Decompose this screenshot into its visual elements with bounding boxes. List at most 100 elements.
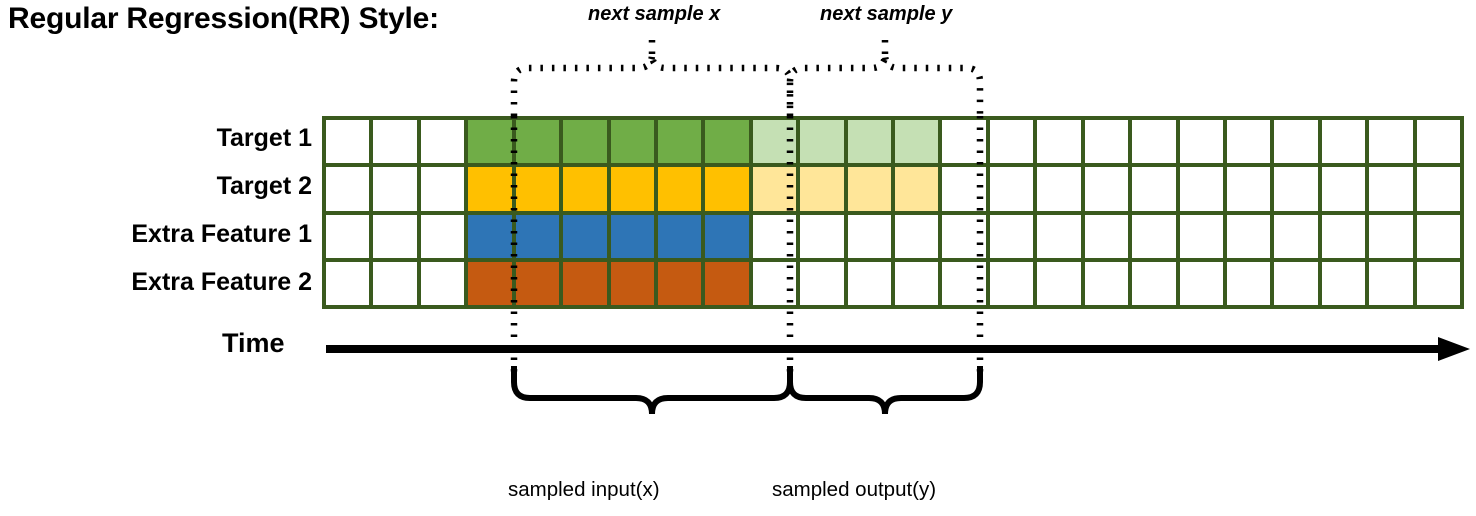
- grid-cell-r1-c19-empty: [1179, 120, 1223, 164]
- grid-cell-r4-c13-empty: [895, 261, 939, 305]
- grid-cell-r2-c18-empty: [1132, 167, 1176, 211]
- grid-cell-r3-c14-empty: [942, 214, 986, 258]
- caption-sampled-input: sampled input(x) lookback=6 input_featur…: [508, 424, 702, 516]
- grid-cell-r2-c6-filled: [563, 167, 607, 211]
- grid-cell-r2-c9-filled: [705, 167, 749, 211]
- row-label-extra-feature-1: Extra Feature 1: [131, 220, 312, 248]
- grid-cell-r3-c17-empty: [1084, 214, 1129, 258]
- grid-cell-r4-c4-filled: [468, 261, 512, 305]
- grid-cell-r1-c21-empty: [1274, 120, 1318, 164]
- grid-cell-r2-c10-faded: [752, 167, 797, 211]
- grid-cell-r2-c15-empty: [989, 167, 1034, 211]
- grid-cell-r4-c17-empty: [1084, 261, 1129, 305]
- caption-sampled-output: sampled output(y) horizon=4 output_featu…: [772, 424, 979, 516]
- grid-cell-r4-c22-empty: [1321, 261, 1366, 305]
- annotation-next-sample-y: next sample y: [820, 3, 953, 25]
- grid-cell-r3-c4-filled: [468, 214, 512, 258]
- row-label-column: Target 1 Target 2 Extra Feature 1 Extra …: [0, 116, 312, 312]
- grid-cell-r2-c8-filled: [657, 167, 702, 211]
- grid-cell-r1-c22-empty: [1321, 120, 1366, 164]
- grid-cell-r1-c5-filled: [515, 120, 560, 164]
- grid-cell-r2-c12-faded: [847, 167, 891, 211]
- grid-cell-r4-c19-empty: [1179, 261, 1223, 305]
- grid-cell-r1-c4-filled: [468, 120, 512, 164]
- grid-cell-r3-c12-empty: [847, 214, 891, 258]
- caption-output-line-1: sampled output(y): [772, 478, 937, 502]
- grid-cell-r2-c13-faded: [895, 167, 939, 211]
- grid-cell-r4-c18-empty: [1132, 261, 1176, 305]
- grid-cell-r1-c20-empty: [1226, 120, 1271, 164]
- grid-cell-r1-c10-faded: [752, 120, 797, 164]
- grid-cell-r2-c14-empty: [942, 167, 986, 211]
- grid-cell-r3-c8-filled: [657, 214, 702, 258]
- grid-cell-r4-c9-filled: [705, 261, 749, 305]
- grid-cell-r3-c7-filled: [610, 214, 654, 258]
- grid-cell-r4-c20-empty: [1226, 261, 1271, 305]
- grid-cell-r1-c6-filled: [563, 120, 607, 164]
- caption-input-line-1: sampled input(x): [508, 478, 660, 502]
- grid-cell-r4-c7-filled: [610, 261, 654, 305]
- grid-cell-r1-c9-filled: [705, 120, 749, 164]
- grid-cell-r4-c23-empty: [1369, 261, 1413, 305]
- annotation-next-sample-x: next sample x: [588, 3, 721, 25]
- grid-cell-r3-c10-empty: [752, 214, 797, 258]
- grid-cell-r3-c2-empty: [373, 214, 417, 258]
- grid-cell-r3-c16-empty: [1037, 214, 1081, 258]
- grid-cell-r2-c24-empty: [1416, 167, 1460, 211]
- grid-cell-r2-c7-filled: [610, 167, 654, 211]
- grid-cell-r1-c16-empty: [1037, 120, 1081, 164]
- grid-cell-r1-c1-empty: [326, 120, 370, 164]
- grid-cell-r2-c5-filled: [515, 167, 560, 211]
- grid-cell-r2-c23-empty: [1369, 167, 1413, 211]
- grid-cell-r1-c17-empty: [1084, 120, 1129, 164]
- timeseries-grid: [322, 116, 1464, 309]
- grid-cell-r1-c11-faded: [800, 120, 844, 164]
- grid-cell-r3-c13-empty: [895, 214, 939, 258]
- grid-cell-r3-c19-empty: [1179, 214, 1223, 258]
- grid-cell-r1-c2-empty: [373, 120, 417, 164]
- grid-cell-r1-c8-filled: [657, 120, 702, 164]
- grid-cell-r1-c23-empty: [1369, 120, 1413, 164]
- row-label-extra-feature-2: Extra Feature 2: [131, 268, 312, 296]
- grid-cell-r1-c18-empty: [1132, 120, 1176, 164]
- grid-cell-r3-c22-empty: [1321, 214, 1366, 258]
- grid-cell-r1-c3-empty: [420, 120, 465, 164]
- grid-cell-r3-c9-filled: [705, 214, 749, 258]
- grid-cell-r1-c12-faded: [847, 120, 891, 164]
- grid-cell-r4-c1-empty: [326, 261, 370, 305]
- grid-cell-r4-c24-empty: [1416, 261, 1460, 305]
- grid-cell-r3-c1-empty: [326, 214, 370, 258]
- grid-cell-r2-c19-empty: [1179, 167, 1223, 211]
- grid-cell-r4-c14-empty: [942, 261, 986, 305]
- grid-cell-r2-c21-empty: [1274, 167, 1318, 211]
- grid-cell-r3-c24-empty: [1416, 214, 1460, 258]
- grid-cell-r2-c22-empty: [1321, 167, 1366, 211]
- grid-cell-r3-c23-empty: [1369, 214, 1413, 258]
- grid-cell-r3-c6-filled: [563, 214, 607, 258]
- row-label-target-2: Target 2: [216, 172, 312, 200]
- grid-cell-r3-c18-empty: [1132, 214, 1176, 258]
- grid-cell-r2-c17-empty: [1084, 167, 1129, 211]
- grid-cell-r3-c21-empty: [1274, 214, 1318, 258]
- grid-cell-r1-c24-empty: [1416, 120, 1460, 164]
- grid-cell-r3-c11-empty: [800, 214, 844, 258]
- time-axis-arrow: [326, 337, 1470, 361]
- grid-cell-r4-c5-filled: [515, 261, 560, 305]
- grid-cell-r2-c20-empty: [1226, 167, 1271, 211]
- grid-cell-r1-c7-filled: [610, 120, 654, 164]
- time-axis-label: Time: [222, 328, 285, 358]
- grid-cell-r2-c2-empty: [373, 167, 417, 211]
- grid-cell-r3-c3-empty: [420, 214, 465, 258]
- grid-cell-r1-c14-empty: [942, 120, 986, 164]
- grid-cell-r4-c11-empty: [800, 261, 844, 305]
- grid-cell-r4-c3-empty: [420, 261, 465, 305]
- grid-cell-r4-c12-empty: [847, 261, 891, 305]
- grid-cell-r2-c16-empty: [1037, 167, 1081, 211]
- grid-cell-r1-c15-empty: [989, 120, 1034, 164]
- grid-cell-r4-c2-empty: [373, 261, 417, 305]
- grid-cell-r1-c13-faded: [895, 120, 939, 164]
- grid-cell-r4-c16-empty: [1037, 261, 1081, 305]
- page-title: Regular Regression(RR) Style:: [8, 2, 439, 35]
- grid-cell-r2-c4-filled: [468, 167, 512, 211]
